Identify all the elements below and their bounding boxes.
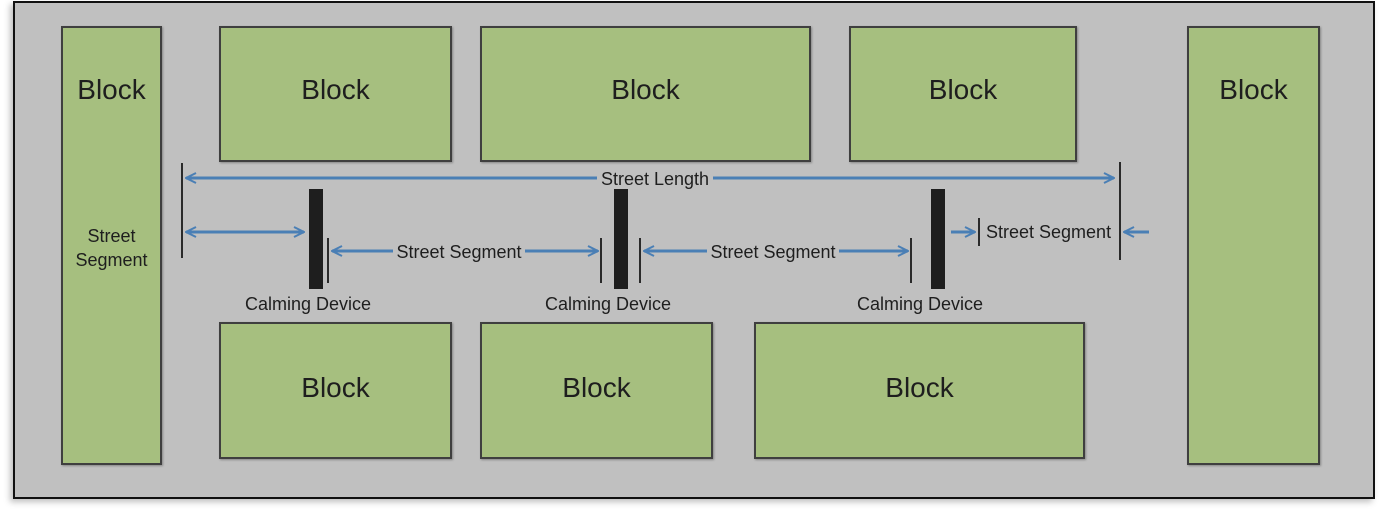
calming-device-label-1: Calming Device — [245, 294, 371, 314]
block-label: Block — [928, 74, 998, 105]
calming-device-label-3: Calming Device — [857, 294, 983, 314]
street-segment-side-label-line1: Street — [87, 226, 136, 246]
block-left-side: Block Street Segment — [61, 26, 162, 465]
street-length-label: Street Length — [601, 169, 709, 189]
block-bottom-3: Block — [754, 322, 1085, 459]
block-right-side: Block — [1187, 26, 1320, 465]
segment-label-1: Street Segment — [396, 242, 521, 262]
block-label: Block — [77, 74, 146, 105]
street-length-label-bg — [597, 166, 713, 190]
block-top-1: Block — [219, 26, 452, 162]
calming-device-3 — [931, 189, 945, 289]
segment-2-label-bg — [393, 239, 525, 263]
block-top-2: Block — [480, 26, 811, 162]
segment-label-2: Street Segment — [710, 242, 835, 262]
block-label: Block — [301, 372, 370, 403]
segment-label-3: Street Segment — [986, 222, 1111, 242]
block-bottom-2: Block — [480, 322, 713, 459]
calming-device-2 — [614, 189, 628, 289]
block-label: Block — [611, 74, 680, 105]
block-label: Block — [1219, 74, 1288, 105]
block-label: Block — [301, 74, 370, 105]
calming-device-label-2: Calming Device — [545, 294, 671, 314]
block-label: Block — [562, 372, 631, 403]
block-top-3: Block — [849, 26, 1077, 162]
street-segment-side-label-line2: Segment — [75, 250, 148, 270]
calming-device-1 — [309, 189, 323, 289]
block-label: Block — [885, 372, 954, 403]
block-bottom-1: Block — [219, 322, 452, 459]
segment-3-label-bg — [707, 239, 839, 263]
